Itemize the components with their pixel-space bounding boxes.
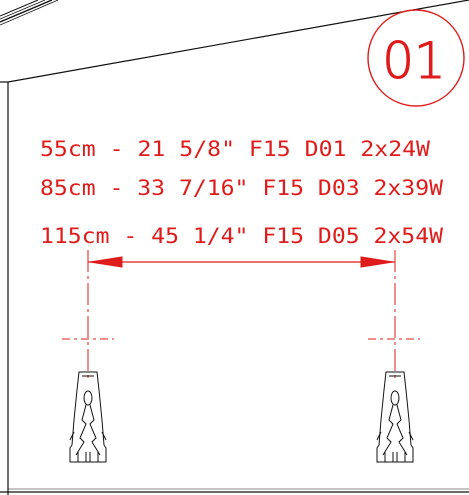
step-badge-circle bbox=[367, 9, 465, 107]
spec-list: 55cm - 21 5/8" F15 D01 2x24W 85cm - 33 7… bbox=[40, 137, 443, 248]
spec-line-85cm: 85cm - 33 7/16" F15 D03 2x39W bbox=[40, 176, 443, 200]
spec-line-115cm: 115cm - 45 1/4" F15 D05 2x54W bbox=[40, 224, 443, 248]
center-lines bbox=[62, 250, 420, 380]
step-badge: 01 bbox=[367, 9, 465, 107]
spec-line-55cm: 55cm - 21 5/8" F15 D01 2x24W bbox=[40, 137, 430, 161]
step-badge-number: 01 bbox=[382, 32, 446, 90]
dimension-arrow-right bbox=[360, 256, 394, 268]
dimension-line bbox=[88, 256, 395, 268]
dimension-arrow-left bbox=[89, 256, 123, 268]
wall-plug-anchor-icon bbox=[69, 371, 107, 463]
top-panel-edge bbox=[0, 0, 59, 26]
wall-plug-anchor-icon bbox=[376, 371, 414, 463]
